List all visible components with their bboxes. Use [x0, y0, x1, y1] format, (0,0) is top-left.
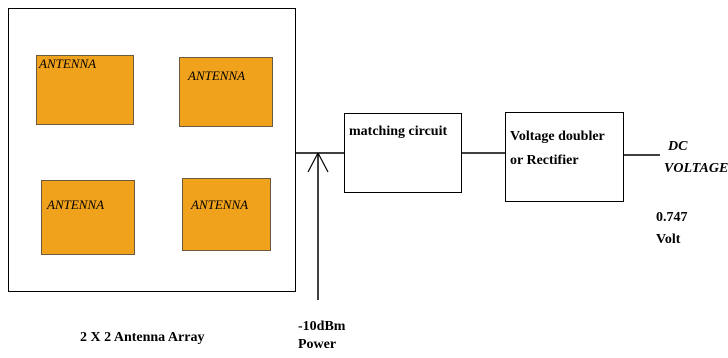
voltage-doubler-label: Voltage doubler or Rectifier	[510, 125, 605, 173]
antenna-symbol-left	[307, 152, 319, 173]
voltage-doubler-line2: or Rectifier	[510, 153, 579, 168]
antenna-label: ANTENNA	[47, 197, 105, 212]
antenna-label: ANTENNA	[188, 68, 246, 83]
antenna-element: ANTENNA	[182, 178, 271, 251]
input-power-label: -10dBm Power	[298, 318, 345, 354]
output-value-unit: Volt	[656, 232, 681, 247]
matching-circuit-block: matching circuit	[344, 113, 462, 193]
antenna-element: ANTENNA	[179, 57, 273, 127]
array-caption: 2 X 2 Antenna Array	[80, 330, 205, 345]
voltage-label: VOLTAGE	[664, 161, 728, 176]
output-value: 0.747 Volt	[656, 207, 688, 251]
voltage-doubler-block: Voltage doubler or Rectifier	[505, 112, 624, 202]
antenna-label: ANTENNA	[39, 56, 97, 71]
antenna-element: ANTENNA	[36, 55, 134, 125]
output-value-number: 0.747	[656, 210, 688, 225]
antenna-element: ANTENNA	[41, 180, 135, 255]
dc-label: DC	[668, 139, 688, 154]
voltage-doubler-line1: Voltage doubler	[510, 129, 605, 144]
antenna-symbol-right	[317, 152, 329, 173]
input-power-value: -10dBm	[298, 319, 346, 334]
antenna-label: ANTENNA	[191, 197, 249, 212]
dc-voltage-label: DC VOLTAGE	[664, 136, 728, 180]
matching-circuit-label: matching circuit	[349, 124, 448, 139]
input-power-unit: Power	[298, 337, 337, 352]
